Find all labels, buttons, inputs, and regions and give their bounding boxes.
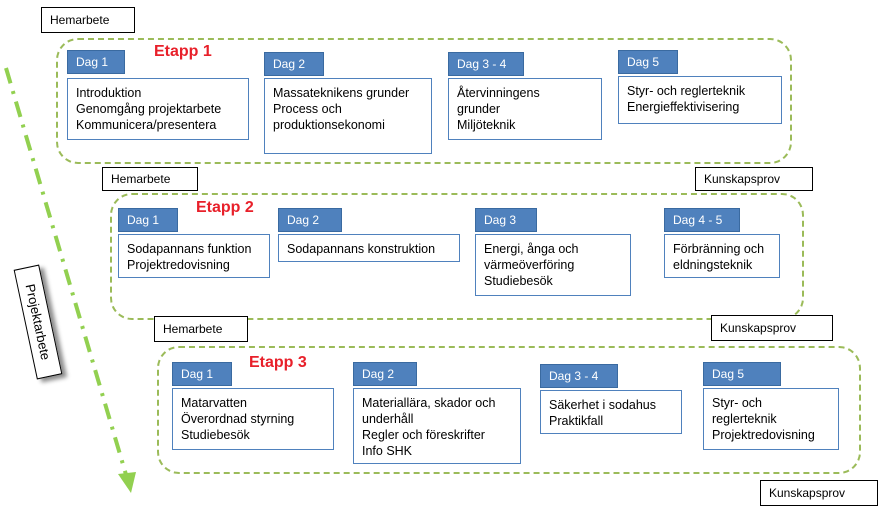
etapp-1-day-2-tab: Dag 2 <box>264 52 324 76</box>
topic-line: Introduktion <box>76 86 142 100</box>
topic-line: Studiebesök <box>484 274 553 288</box>
topic-line: Process och <box>273 102 342 116</box>
etapp-2-day-3-box: Energi, ånga och värmeöverföring Studieb… <box>475 234 631 296</box>
etapp-1-day-3-4-box: Återvinningens grunder Miljöteknik <box>448 78 602 140</box>
etapp-1-day-5-tab: Dag 5 <box>618 50 678 74</box>
hemarbete-label-2: Hemarbete <box>102 167 198 191</box>
topic-line: Energieffektivisering <box>627 100 740 114</box>
topic-line: Materiallära, skador och <box>362 396 496 410</box>
projektarbete-label: Projektarbete <box>13 264 63 380</box>
etapp-1-title: Etapp 1 <box>154 43 212 60</box>
etapp-3-day-3-4-box: Säkerhet i sodahus Praktikfall <box>540 390 682 434</box>
projektarbete-label-text: Projektarbete <box>22 282 54 362</box>
etapp-3-day-1-box: Matarvatten Överordnad styrning Studiebe… <box>172 388 334 450</box>
topic-line: Sodapannans funktion <box>127 242 252 256</box>
etapp-3-day-2-box: Materiallära, skador och underhåll Regle… <box>353 388 521 464</box>
topic-line: Miljöteknik <box>457 118 516 132</box>
etapp-3-day-1-tab: Dag 1 <box>172 362 232 386</box>
topic-line: Sodapannans konstruktion <box>287 242 436 256</box>
etapp-1-day-3-4-tab: Dag 3 - 4 <box>448 52 524 76</box>
etapp-1-frame <box>56 38 792 164</box>
etapp-1-day-1-tab: Dag 1 <box>67 50 125 74</box>
etapp-1-day-5-box: Styr- och reglerteknik Energieffektivise… <box>618 76 782 124</box>
topic-line: Projektredovisning <box>127 258 230 272</box>
topic-line: produktionsekonomi <box>273 118 385 132</box>
topic-line: värmeöverföring <box>484 258 575 272</box>
topic-line: Genomgång projektarbete <box>76 102 222 116</box>
etapp-3-day-2-tab: Dag 2 <box>353 362 417 386</box>
kunskapsprov-label-2: Kunskapsprov <box>695 167 813 191</box>
kunskapsprov-label-3: Kunskapsprov <box>711 315 833 341</box>
etapp-3-frame <box>157 346 861 474</box>
topic-line: eldningsteknik <box>673 258 753 272</box>
etapp-1-day-2-box: Massateknikens grunder Process och produ… <box>264 78 432 154</box>
topic-line: Styr- och reglerteknik <box>627 84 746 98</box>
topic-line: Återvinningens <box>457 86 540 100</box>
etapp-1-day-1-box: Introduktion Genomgång projektarbete Kom… <box>67 78 249 140</box>
etapp-2-day-4-5-box: Förbränning och eldningsteknik <box>664 234 780 278</box>
topic-line: Matarvatten <box>181 396 248 410</box>
topic-line: Överordnad styrning <box>181 412 295 426</box>
kunskapsprov-label-final: Kunskapsprov <box>760 480 878 506</box>
progress-arrow-head <box>118 472 136 493</box>
etapp-2-frame <box>110 193 804 320</box>
etapp-2-day-2-box: Sodapannans konstruktion <box>278 234 460 262</box>
topic-line: Kommunicera/presentera <box>76 118 217 132</box>
etapp-3-day-5-tab: Dag 5 <box>703 362 781 386</box>
etapp-3-title: Etapp 3 <box>249 354 307 371</box>
topic-line: Studiebesök <box>181 428 250 442</box>
etapp-2-day-2-tab: Dag 2 <box>278 208 342 232</box>
etapp-2-day-3-tab: Dag 3 <box>475 208 537 232</box>
topic-line: underhåll <box>362 412 414 426</box>
topic-line: Projektredovisning <box>712 428 815 442</box>
etapp-2-day-1-box: Sodapannans funktion Projektredovisning <box>118 234 270 278</box>
etapp-2-day-4-5-tab: Dag 4 - 5 <box>664 208 740 232</box>
topic-line: reglerteknik <box>712 412 777 426</box>
hemarbete-label-3: Hemarbete <box>154 316 248 342</box>
topic-line: grunder <box>457 102 501 116</box>
topic-line: Styr- och <box>712 396 763 410</box>
topic-line: Förbränning och <box>673 242 765 256</box>
topic-line: Info SHK <box>362 444 413 458</box>
etapp-2-title: Etapp 2 <box>196 199 254 216</box>
etapp-2-day-1-tab: Dag 1 <box>118 208 178 232</box>
topic-line: Praktikfall <box>549 414 604 428</box>
etapp-3-day-3-4-tab: Dag 3 - 4 <box>540 364 618 388</box>
topic-line: Energi, ånga och <box>484 242 579 256</box>
etapp-3-day-5-box: Styr- och reglerteknik Projektredovisnin… <box>703 388 839 450</box>
topic-line: Säkerhet i sodahus <box>549 398 657 412</box>
hemarbete-label-1: Hemarbete <box>41 7 135 33</box>
topic-line: Massateknikens grunder <box>273 86 410 100</box>
topic-line: Regler och föreskrifter <box>362 428 485 442</box>
